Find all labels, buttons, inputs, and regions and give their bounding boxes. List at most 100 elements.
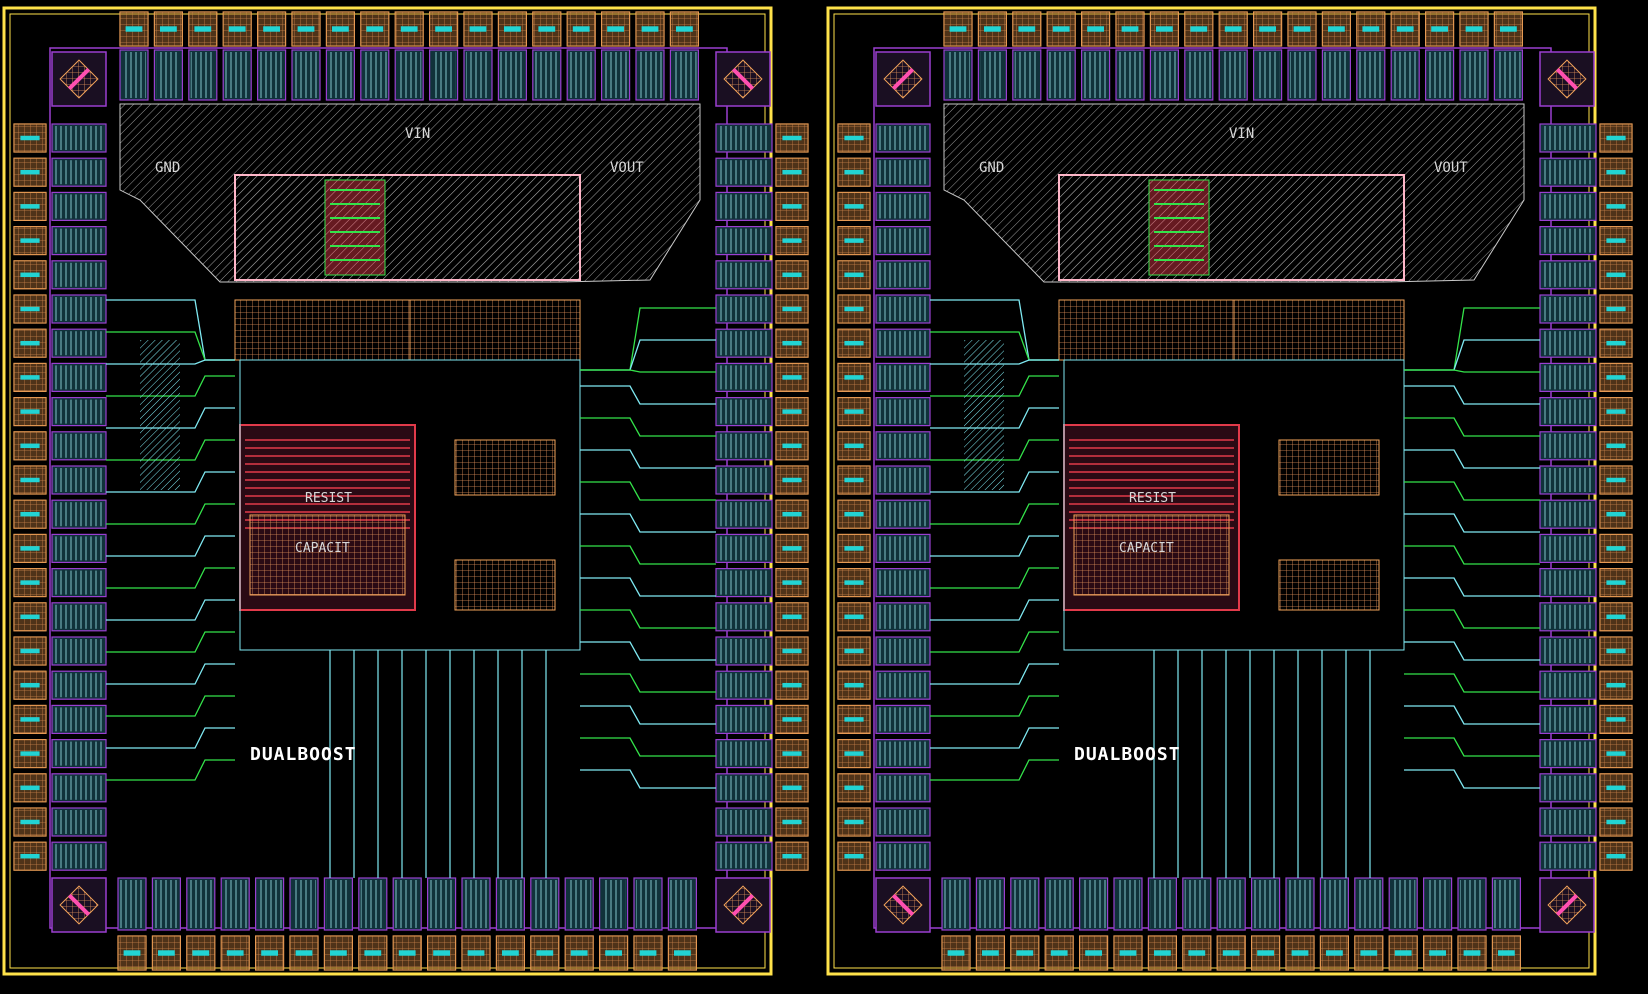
- bond-pad[interactable]: [775, 670, 809, 700]
- bond-pad[interactable]: [1388, 935, 1418, 971]
- bond-pad[interactable]: [1599, 157, 1633, 187]
- io-cell[interactable]: [51, 397, 107, 427]
- bond-pad[interactable]: [13, 773, 47, 803]
- io-cell[interactable]: [1251, 877, 1281, 931]
- bond-pad[interactable]: [837, 773, 871, 803]
- io-cell[interactable]: [715, 567, 773, 598]
- io-cell[interactable]: [715, 499, 773, 529]
- io-cell[interactable]: [495, 877, 525, 931]
- io-cell[interactable]: [715, 191, 773, 221]
- io-cell[interactable]: [1012, 49, 1042, 101]
- io-cell[interactable]: [715, 636, 773, 666]
- bond-pad[interactable]: [429, 11, 459, 47]
- io-cell[interactable]: [1081, 49, 1111, 101]
- bond-pad[interactable]: [633, 935, 663, 971]
- bond-pad[interactable]: [13, 841, 47, 871]
- io-cell[interactable]: [1539, 704, 1597, 735]
- io-cell[interactable]: [51, 191, 107, 221]
- bond-pad[interactable]: [13, 260, 47, 290]
- io-cell[interactable]: [875, 397, 931, 427]
- bond-pad[interactable]: [1599, 226, 1633, 256]
- bond-pad[interactable]: [775, 704, 809, 735]
- io-cell[interactable]: [1424, 49, 1455, 101]
- io-cell[interactable]: [1539, 841, 1597, 871]
- bond-pad[interactable]: [941, 935, 971, 971]
- bond-pad[interactable]: [975, 935, 1005, 971]
- io-cell[interactable]: [875, 465, 931, 495]
- io-cell[interactable]: [360, 49, 390, 101]
- io-cell[interactable]: [1539, 397, 1597, 427]
- io-cell[interactable]: [427, 877, 457, 931]
- io-cell[interactable]: [51, 157, 107, 187]
- bond-pad[interactable]: [837, 841, 871, 871]
- bond-pad[interactable]: [775, 431, 809, 461]
- bond-pad[interactable]: [566, 11, 596, 47]
- bond-pad[interactable]: [117, 935, 147, 971]
- bond-pad[interactable]: [188, 11, 218, 47]
- io-cell[interactable]: [1046, 49, 1076, 101]
- bond-pad[interactable]: [151, 935, 181, 971]
- bond-pad[interactable]: [13, 738, 47, 769]
- io-cell[interactable]: [1539, 226, 1597, 256]
- io-cell[interactable]: [715, 670, 773, 700]
- bond-pad[interactable]: [13, 191, 47, 221]
- io-cell[interactable]: [51, 260, 107, 290]
- bond-pad[interactable]: [392, 935, 422, 971]
- bond-pad[interactable]: [1115, 11, 1145, 47]
- io-cell[interactable]: [875, 294, 931, 324]
- bond-pad[interactable]: [13, 533, 47, 564]
- io-cell[interactable]: [325, 49, 355, 101]
- bond-pad[interactable]: [1457, 935, 1487, 971]
- bond-pad[interactable]: [13, 670, 47, 700]
- bond-pad[interactable]: [1599, 431, 1633, 461]
- bond-pad[interactable]: [153, 11, 183, 47]
- io-cell[interactable]: [51, 123, 107, 153]
- io-cell[interactable]: [1539, 157, 1597, 187]
- bond-pad[interactable]: [1599, 123, 1633, 153]
- bond-pad[interactable]: [775, 328, 809, 358]
- io-cell[interactable]: [715, 328, 773, 358]
- io-cell[interactable]: [1539, 123, 1597, 153]
- bond-pad[interactable]: [775, 226, 809, 256]
- bond-pad[interactable]: [1253, 11, 1283, 47]
- io-cell[interactable]: [1149, 49, 1179, 101]
- bond-pad[interactable]: [13, 567, 47, 598]
- bond-pad[interactable]: [1044, 935, 1074, 971]
- bond-pad[interactable]: [775, 533, 809, 564]
- io-cell[interactable]: [667, 877, 698, 931]
- io-cell[interactable]: [51, 841, 107, 871]
- io-cell[interactable]: [1422, 877, 1453, 931]
- bond-pad[interactable]: [1182, 935, 1212, 971]
- bond-pad[interactable]: [1287, 11, 1317, 47]
- io-cell[interactable]: [119, 49, 149, 101]
- io-cell[interactable]: [461, 877, 491, 931]
- io-cell[interactable]: [1216, 877, 1246, 931]
- bond-pad[interactable]: [775, 191, 809, 221]
- io-cell[interactable]: [1539, 294, 1597, 324]
- io-cell[interactable]: [1321, 49, 1351, 101]
- io-cell[interactable]: [1539, 738, 1597, 769]
- bond-pad[interactable]: [1354, 935, 1384, 971]
- bond-pad[interactable]: [1599, 807, 1633, 837]
- io-cell[interactable]: [1539, 602, 1597, 632]
- bond-pad[interactable]: [532, 11, 562, 47]
- io-cell[interactable]: [429, 49, 459, 101]
- io-cell[interactable]: [975, 877, 1005, 931]
- bond-pad[interactable]: [257, 11, 287, 47]
- bond-pad[interactable]: [289, 935, 319, 971]
- bond-pad[interactable]: [13, 362, 47, 392]
- bond-pad[interactable]: [1010, 935, 1040, 971]
- io-cell[interactable]: [1539, 773, 1597, 803]
- bond-pad[interactable]: [13, 602, 47, 632]
- io-cell[interactable]: [1459, 49, 1489, 101]
- io-cell[interactable]: [51, 807, 107, 837]
- bond-pad[interactable]: [1424, 11, 1455, 47]
- io-cell[interactable]: [669, 49, 700, 101]
- bond-pad[interactable]: [669, 11, 700, 47]
- io-cell[interactable]: [117, 877, 147, 931]
- io-cell[interactable]: [51, 602, 107, 632]
- io-cell[interactable]: [715, 123, 773, 153]
- bond-pad[interactable]: [1599, 294, 1633, 324]
- io-cell[interactable]: [51, 636, 107, 666]
- io-cell[interactable]: [1218, 49, 1248, 101]
